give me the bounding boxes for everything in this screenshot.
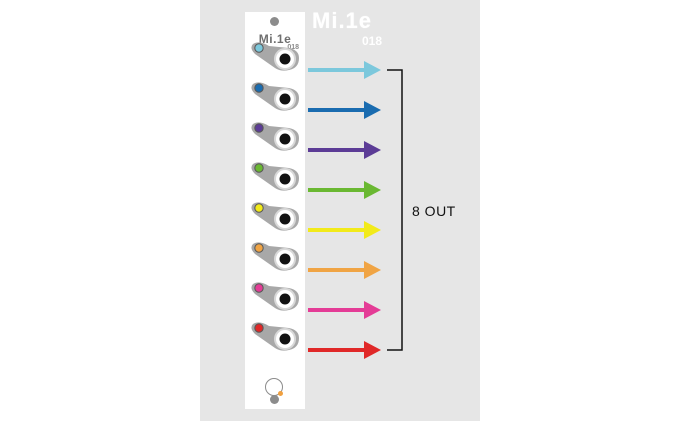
output-jack[interactable] <box>245 118 305 158</box>
arrow-head <box>364 341 381 359</box>
output-jack[interactable] <box>245 38 305 78</box>
outputs-label: 8 OUT <box>412 203 456 219</box>
arrow-head <box>364 61 381 79</box>
output-led <box>254 163 264 173</box>
output-arrow <box>308 341 381 359</box>
module-model: 018 <box>287 44 299 51</box>
jack-socket <box>279 253 291 265</box>
jack-socket <box>279 53 291 65</box>
jack-socket <box>279 93 291 105</box>
output-arrow <box>308 181 381 199</box>
output-led <box>254 323 264 333</box>
output-arrow <box>308 261 381 279</box>
output-jack[interactable] <box>245 78 305 118</box>
arrow-head <box>364 221 381 239</box>
outputs-bracket <box>387 69 403 351</box>
output-led <box>254 203 264 213</box>
output-arrow <box>308 301 381 319</box>
bottom-screw <box>270 395 279 404</box>
jack-socket <box>279 293 291 305</box>
module-brand: Mi.1e <box>258 32 292 46</box>
knob-indicator <box>278 391 283 396</box>
jack-socket <box>279 173 291 185</box>
arrow-head <box>364 101 381 119</box>
output-jack[interactable] <box>245 238 305 278</box>
output-arrow <box>308 61 381 79</box>
top-screw <box>270 17 279 26</box>
arrow-head <box>364 141 381 159</box>
arrow-head <box>364 301 381 319</box>
output-led <box>254 83 264 93</box>
output-arrow <box>308 141 381 159</box>
output-jack[interactable] <box>245 158 305 198</box>
jack-socket <box>279 213 291 225</box>
output-arrow <box>308 221 381 239</box>
output-led <box>254 123 264 133</box>
arrow-head <box>364 261 381 279</box>
jack-socket <box>279 133 291 145</box>
output-led <box>254 43 264 53</box>
output-jack[interactable] <box>245 278 305 318</box>
eurorack-module-panel: Mi.1e 018 <box>245 12 305 409</box>
output-arrow <box>308 101 381 119</box>
arrow-head <box>364 181 381 199</box>
output-jack[interactable] <box>245 318 305 358</box>
output-led <box>254 243 264 253</box>
jack-socket <box>279 333 291 345</box>
heading-model: 018 <box>361 34 382 48</box>
output-jack[interactable] <box>245 198 305 238</box>
output-led <box>254 283 264 293</box>
heading-brand: Mi.1e <box>312 8 373 33</box>
